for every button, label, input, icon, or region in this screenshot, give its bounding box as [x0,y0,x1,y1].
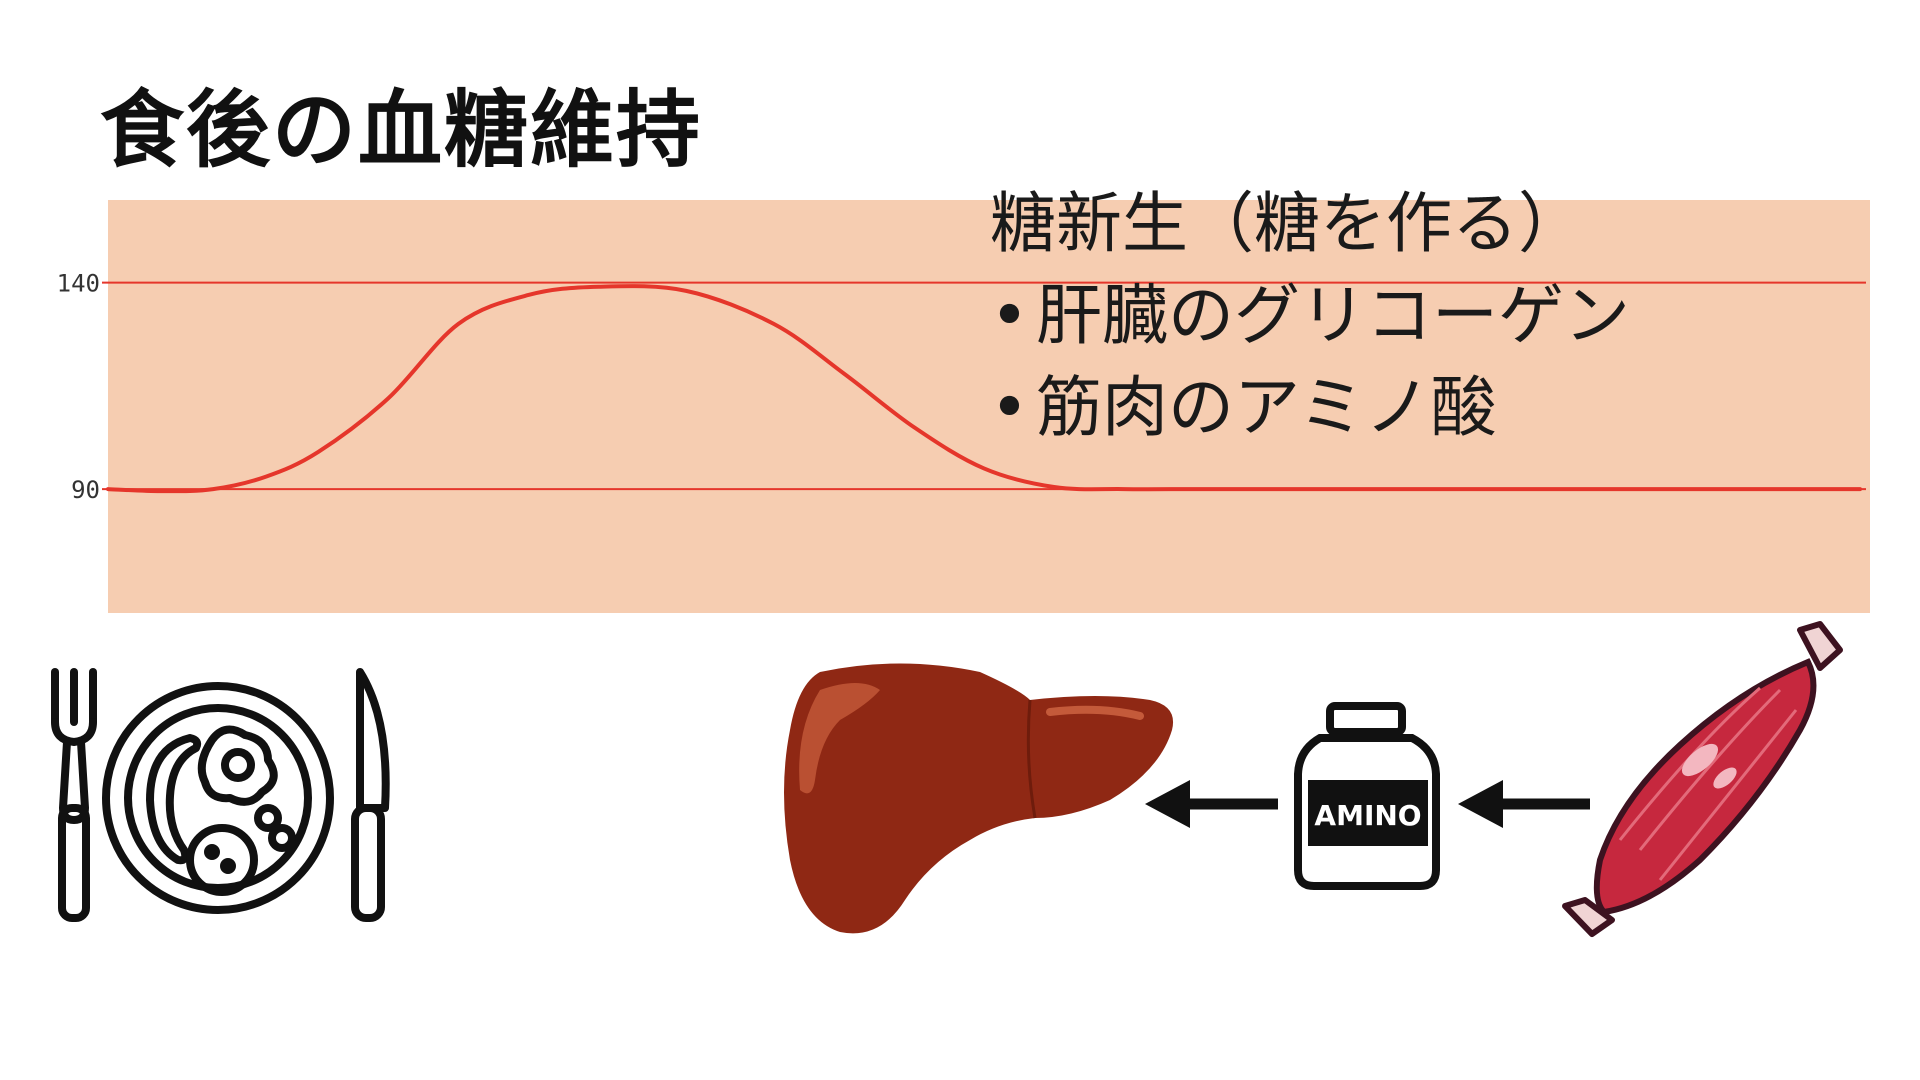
page-title: 食後の血糖維持 [100,81,703,179]
amino-label: AMINO [1314,799,1421,832]
note-item-label: 肝臓のグリコーゲン [1036,277,1630,354]
plate-icon [102,682,334,914]
muscle-icon [1562,621,1843,937]
fork-icon [51,668,97,922]
y-tick-label: 90 [71,476,100,504]
chart-background [108,200,1870,613]
bullet-icon: • [990,369,1029,446]
notes-heading: 糖新生（糖を作る） [990,185,1584,262]
liver-icon [784,663,1174,934]
glucose-curve [106,284,1862,494]
knife-icon [351,668,390,922]
plate-with-fork-and-knife-icon [51,668,390,922]
y-tick-label: 140 [57,270,100,298]
note-item-label: 筋肉のアミノ酸 [1036,369,1497,446]
note-item-muscle-amino: •筋肉のアミノ酸 [990,362,1630,454]
arrow-left-icon [1145,780,1278,828]
bullet-icon: • [990,277,1029,354]
gluconeogenesis-notes: 糖新生（糖を作る） •肝臓のグリコーゲン •筋肉のアミノ酸 [990,178,1630,454]
note-item-liver-glycogen: •肝臓のグリコーゲン [990,270,1630,362]
amino-acid-jar-icon: AMINO [1294,702,1440,890]
arrow-left-icon [1458,780,1590,828]
